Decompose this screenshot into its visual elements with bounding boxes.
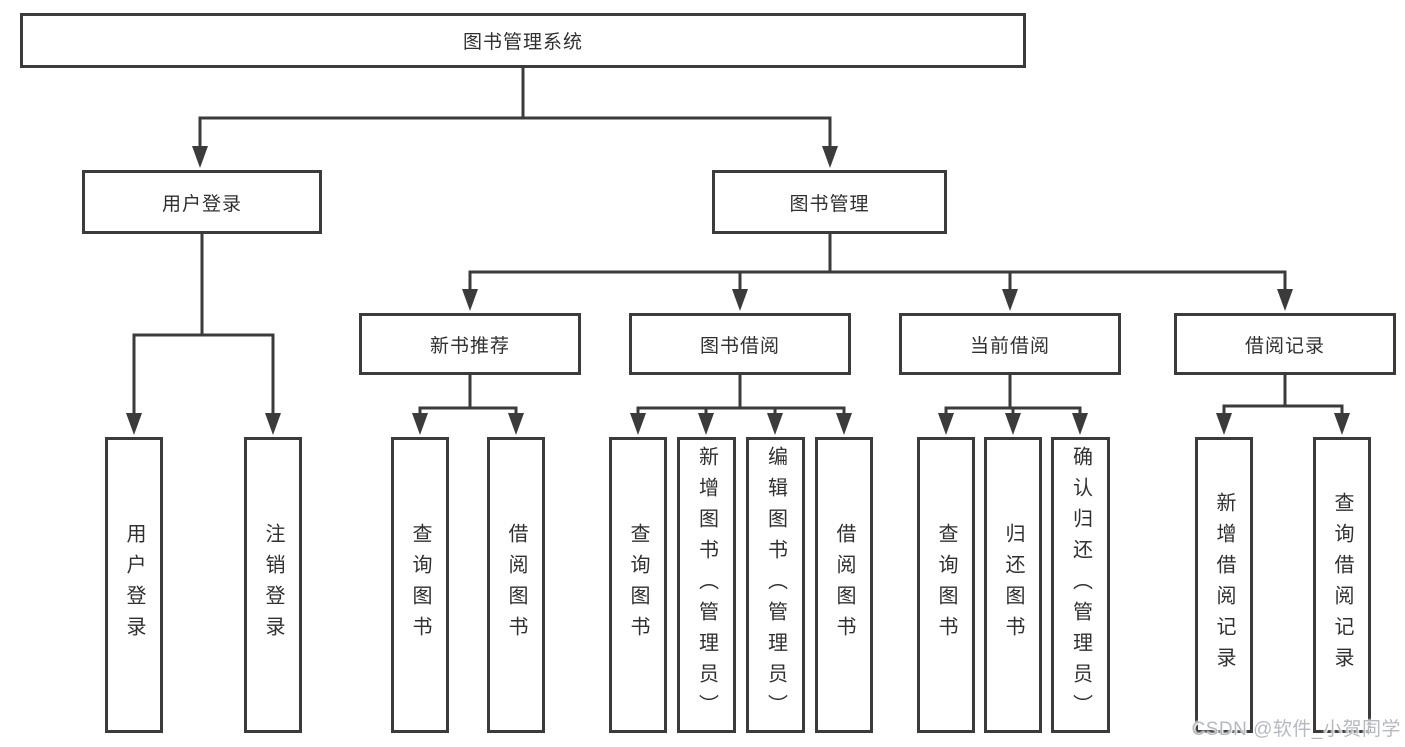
node-label: 新书推荐 [429,335,510,357]
node-label: 用户登录 [123,523,145,647]
node-book-management: 图书管理 [712,170,947,234]
watermark-csdn: CSDN @软件_小贺同学 [1191,719,1401,740]
node-label: 注销登录 [262,523,284,647]
leaf-query-books-borrowing: 查询图书 [609,437,667,733]
node-label: 查询借阅记录 [1331,492,1353,678]
node-label: 归还图书 [1002,523,1024,647]
node-borrow-records: 借阅记录 [1174,313,1396,375]
leaf-borrow-books-recommend: 借阅图书 [487,437,545,733]
leaf-user-login: 用户登录 [105,437,163,733]
node-label: 新增图书（管理员） [695,445,718,725]
node-new-book-recommend: 新书推荐 [359,313,581,375]
leaf-add-book-admin: 新增图书（管理员） [677,437,736,733]
node-current-borrowing: 当前借阅 [899,313,1121,375]
leaf-edit-book-admin: 编辑图书（管理员） [746,437,805,733]
node-label: 图书借阅 [699,335,780,357]
leaf-query-borrow-record: 查询借阅记录 [1313,437,1371,733]
node-library-system: 图书管理系统 [20,13,1026,68]
leaf-return-books: 归还图书 [984,437,1042,733]
leaf-confirm-return-admin: 确认归还（管理员） [1051,437,1110,733]
node-book-borrowing: 图书借阅 [629,313,851,375]
node-user-login: 用户登录 [82,170,322,234]
node-label: 查询图书 [935,523,957,647]
node-label: 新增借阅记录 [1213,492,1235,678]
node-label: 借阅图书 [833,523,855,647]
leaf-borrow-books-borrowing: 借阅图书 [815,437,873,733]
node-label: 查询图书 [409,523,431,647]
node-label: 借阅图书 [505,523,527,647]
leaf-query-books-recommend: 查询图书 [391,437,449,733]
node-label: 用户登录 [161,193,242,215]
node-label: 图书管理 [789,193,870,215]
leaf-query-books-current: 查询图书 [917,437,975,733]
node-label: 确认归还（管理员） [1069,445,1092,725]
node-label: 编辑图书（管理员） [764,445,787,725]
node-label: 借阅记录 [1244,335,1325,357]
leaf-add-borrow-record: 新增借阅记录 [1195,437,1253,733]
node-label: 图书管理系统 [462,32,583,53]
node-label: 查询图书 [627,523,649,647]
node-label: 当前借阅 [969,335,1050,357]
leaf-logout-login: 注销登录 [244,437,302,733]
